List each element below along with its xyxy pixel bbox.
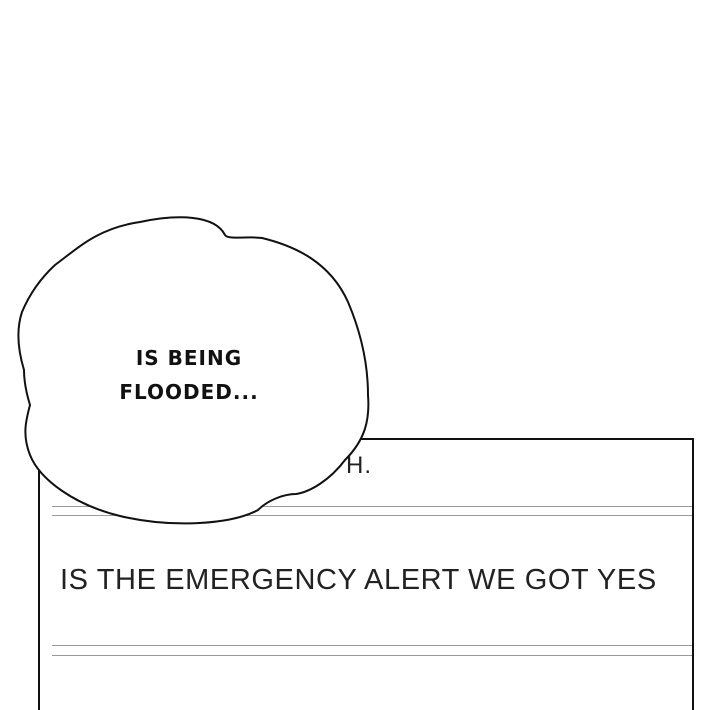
divider-line — [52, 506, 692, 507]
emergency-alert-text: IS THE EMERGENCY ALERT WE GOT YES — [60, 564, 657, 596]
panel-top-text: H. — [346, 452, 372, 479]
divider-line — [52, 645, 692, 646]
divider-line — [52, 655, 692, 656]
speech-bubble-text: IS BEING FLOODED... — [104, 341, 274, 409]
speech-line-2: FLOODED... — [119, 380, 259, 404]
tv-screen-panel: H. IS THE EMERGENCY ALERT WE GOT YES — [38, 438, 694, 710]
speech-line-1: IS BEING — [135, 346, 243, 370]
divider-line — [52, 515, 692, 516]
